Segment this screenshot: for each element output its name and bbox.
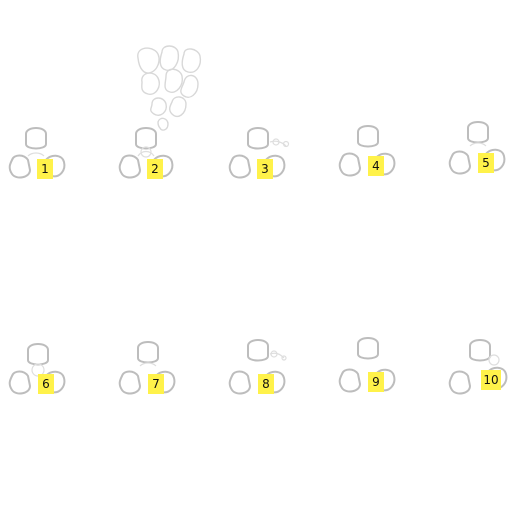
sprite-item-8: 8 — [220, 336, 310, 426]
motion-trail-cluster — [137, 45, 202, 131]
sprite-item-5: 5 — [440, 120, 512, 210]
sprite-item-1: 1 — [0, 120, 90, 210]
frame-number-label: 7 — [148, 374, 164, 394]
frame-number-label: 8 — [258, 374, 274, 394]
trefoil-outline-icon — [448, 121, 506, 175]
frame-number-label: 5 — [478, 153, 494, 173]
frame-number-label: 10 — [481, 370, 501, 390]
sprite-item-4: 4 — [330, 120, 420, 210]
frame-number-label: 9 — [368, 372, 384, 392]
sprite-item-10: 10 — [440, 336, 512, 426]
frame-number-label: 6 — [38, 374, 54, 394]
sprite-item-6: 6 — [0, 336, 90, 426]
trefoil-outline-icon — [448, 339, 508, 395]
frame-number-label: 3 — [257, 159, 273, 179]
trefoil-outline-icon — [118, 127, 174, 179]
sprite-item-9: 9 — [330, 336, 420, 426]
sprite-item-3: 3 — [220, 120, 310, 210]
frame-number-label: 4 — [368, 156, 384, 176]
frame-number-label: 2 — [147, 159, 163, 179]
sprite-item-2: 2 — [110, 120, 200, 210]
frame-number-label: 1 — [37, 159, 53, 179]
sprite-item-7: 7 — [110, 336, 200, 426]
